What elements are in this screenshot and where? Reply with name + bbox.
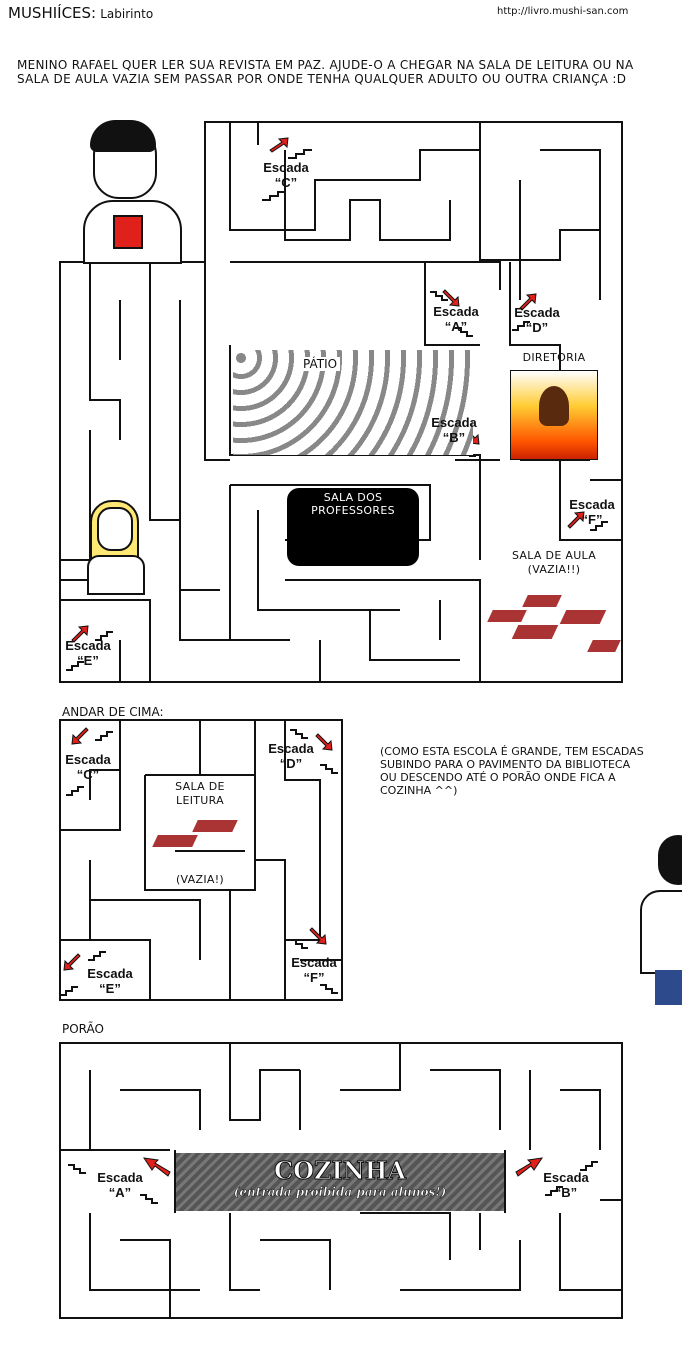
professores-room: SALA DOS PROFESSORES bbox=[287, 488, 419, 566]
sala-aula-note: (VAZIA!!) bbox=[527, 563, 581, 576]
cozinha-label: COZINHA bbox=[274, 1156, 407, 1186]
desk-figure bbox=[485, 595, 621, 665]
page-title: MUSHIÍCES: Labirinto bbox=[8, 4, 153, 22]
stair-b-ground: Escada“B” bbox=[426, 415, 482, 445]
stair-word: Escada bbox=[291, 955, 337, 970]
patio-label: PÁTIO bbox=[300, 357, 341, 371]
stair-letter: “A” bbox=[108, 1185, 132, 1200]
boy-figure bbox=[78, 120, 183, 264]
stair-b-basement: Escada“B” bbox=[538, 1170, 594, 1200]
girl-figure bbox=[85, 495, 145, 595]
professores-label: SALA DOS PROFESSORES bbox=[311, 491, 395, 517]
stair-word: Escada bbox=[543, 1170, 589, 1185]
stair-d-upper: Escada“D” bbox=[263, 741, 319, 771]
stair-word: Escada bbox=[97, 1170, 143, 1185]
sala-aula-label: SALA DE AULA (VAZIA!!) bbox=[495, 549, 613, 577]
stair-a-basement: Escada“A” bbox=[92, 1170, 148, 1200]
diretoria-room bbox=[510, 370, 598, 460]
stair-f-ground: Escada“F” bbox=[564, 497, 620, 527]
stair-a-ground: Escada“A” bbox=[428, 304, 484, 334]
stair-word: Escada bbox=[514, 305, 560, 320]
stair-word: Escada bbox=[65, 638, 111, 653]
desk-figure-leitura bbox=[152, 815, 247, 865]
stair-letter: “C” bbox=[274, 175, 298, 190]
sala-aula-title: SALA DE AULA bbox=[511, 549, 597, 562]
site-url: http://livro.mushi-san.com bbox=[497, 6, 629, 17]
upper-maze-border bbox=[59, 719, 343, 1001]
stair-letter: “F” bbox=[581, 512, 603, 527]
stair-e-upper: Escada“E” bbox=[82, 966, 138, 996]
stair-letter: “B” bbox=[442, 430, 466, 445]
upper-floor-note: (COMO ESTA ESCOLA É GRANDE, TEM ESCADAS … bbox=[380, 745, 644, 797]
stair-word: Escada bbox=[268, 741, 314, 756]
stairs-icon bbox=[262, 191, 286, 201]
stair-letter: “D” bbox=[279, 756, 303, 771]
cozinha-note: (entrada proibida para alunos!) bbox=[233, 1185, 447, 1200]
stair-e-ground: Escada“E” bbox=[60, 638, 116, 668]
patio-room bbox=[233, 350, 473, 455]
stair-letter: “E” bbox=[77, 653, 99, 668]
upper-floor-title: ANDAR DE CIMA: bbox=[62, 705, 164, 719]
stair-word: Escada bbox=[65, 752, 111, 767]
cozinha-room: COZINHA (entrada proibida para alunos!) bbox=[176, 1153, 504, 1211]
stair-letter: “E” bbox=[99, 981, 121, 996]
title: MUSHIÍCES: bbox=[8, 4, 97, 22]
diretoria-label: DIRETORIA bbox=[522, 351, 586, 364]
basement-title: PORÃO bbox=[62, 1022, 104, 1036]
leitura-label: SALA DE LEITURA bbox=[175, 780, 225, 807]
stair-letter: “C” bbox=[76, 767, 100, 782]
devil-figure bbox=[539, 386, 569, 426]
stair-word: Escada bbox=[263, 160, 309, 175]
intro-text: Menino Rafael quer ler sua revista em pa… bbox=[17, 58, 634, 86]
stair-word: Escada bbox=[569, 497, 615, 512]
arrow-icon bbox=[269, 137, 289, 153]
stair-word: Escada bbox=[433, 304, 479, 319]
stair-word: Escada bbox=[87, 966, 133, 981]
leitura-note: (VAZIA!) bbox=[175, 873, 225, 886]
stair-letter: “D” bbox=[525, 320, 549, 335]
stair-letter: “A” bbox=[444, 319, 468, 334]
stair-f-upper: Escada“F” bbox=[286, 955, 342, 985]
subtitle: Labirinto bbox=[100, 7, 154, 21]
stair-d-ground: Escada“D” bbox=[509, 305, 565, 335]
basement-maze-border bbox=[59, 1042, 623, 1319]
stair-c-upper: Escada“C” bbox=[60, 752, 116, 782]
stair-letter: “B” bbox=[554, 1185, 578, 1200]
stair-letter: “F” bbox=[303, 970, 325, 985]
stair-c-ground: Escada“C” bbox=[258, 160, 314, 190]
stair-word: Escada bbox=[431, 415, 477, 430]
boy-figure-right bbox=[630, 830, 682, 1005]
